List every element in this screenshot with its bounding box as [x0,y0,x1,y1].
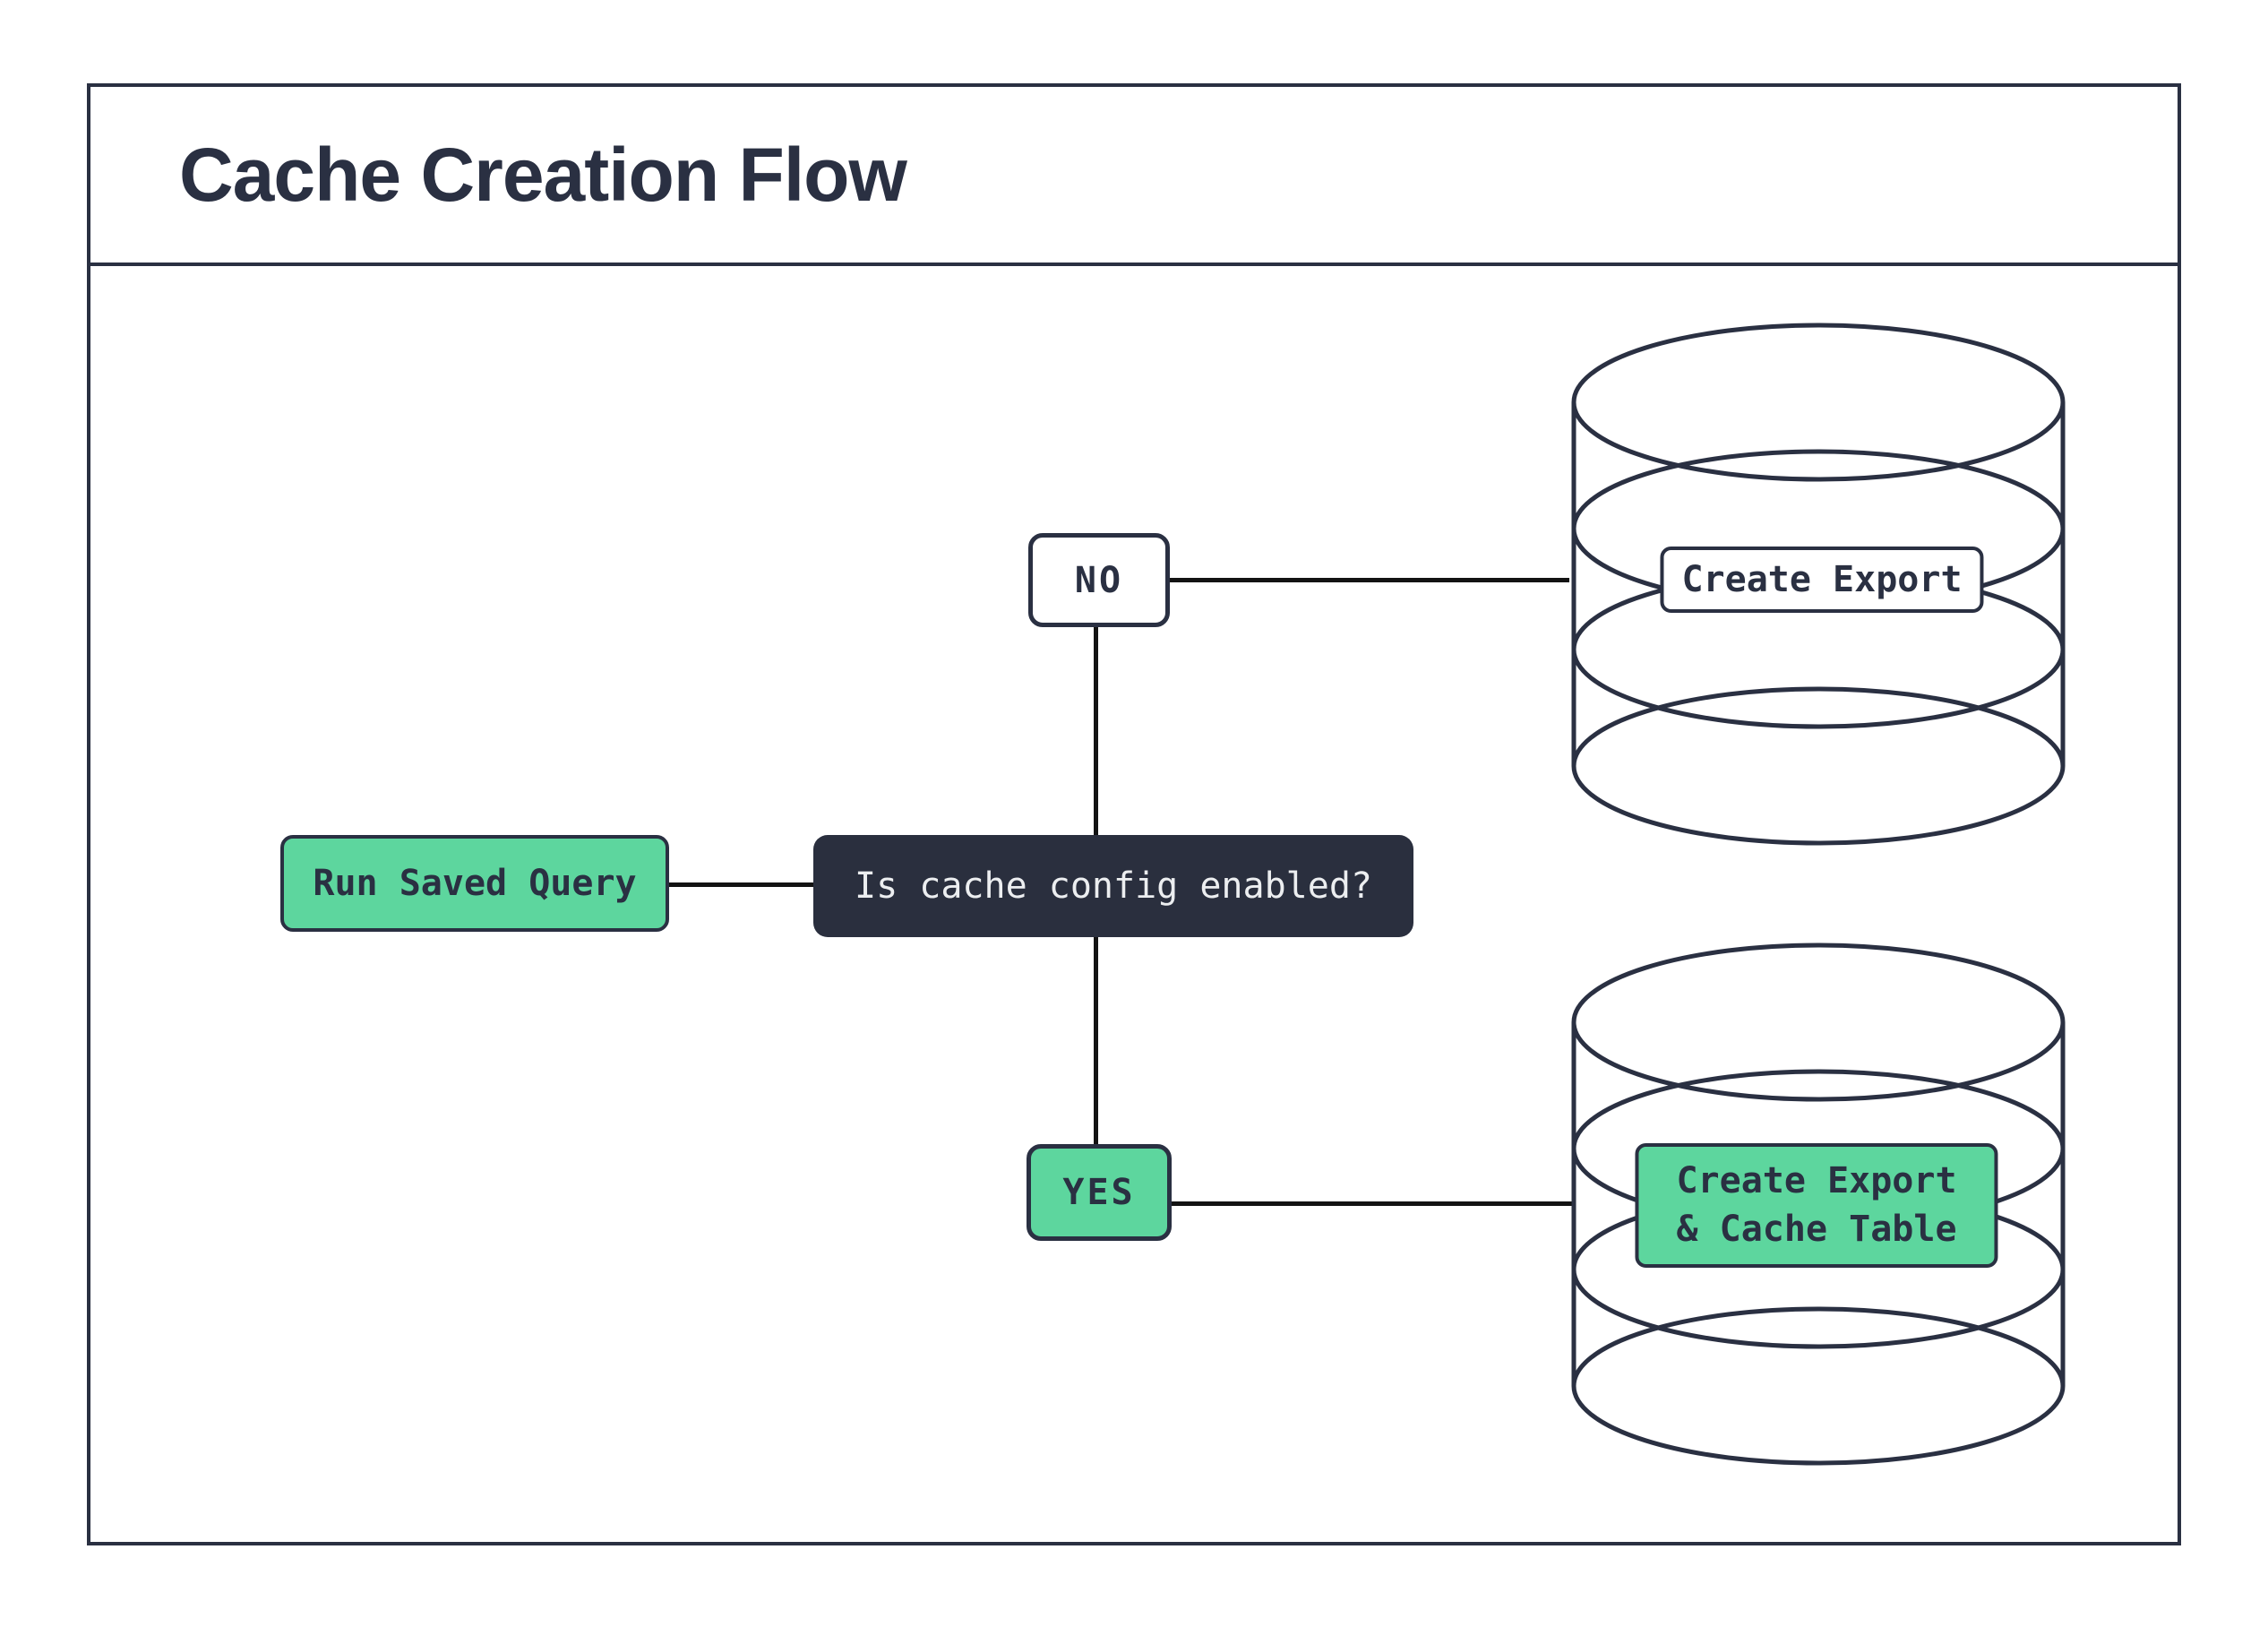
node-branch-yes-label: YES [1062,1172,1136,1213]
database-cylinder-icon [1571,943,2066,1466]
label-create-export-cache-table: Create Export & Cache Table [1635,1143,1998,1269]
label-create-export-cache-line2: & Cache Table [1676,1208,1957,1250]
database-icon-bottom [1569,943,2067,1466]
node-cache-config-decision: Is cache config enabled? [813,835,1413,937]
connector-start-to-decision [669,882,813,887]
connector-decision-to-yes [1094,935,1098,1146]
node-run-saved-query: Run Saved Query [280,835,669,932]
node-branch-no-label: NO [1074,559,1124,601]
connector-yes-to-database [1172,1201,1572,1206]
connector-no-to-decision [1094,625,1098,837]
label-create-export: Create Export [1660,547,1984,613]
label-create-export-text: Create Export [1681,559,1963,600]
diagram-header: Cache Creation Flow [90,87,2178,266]
node-branch-no: NO [1028,533,1170,627]
node-branch-yes: YES [1027,1144,1172,1241]
page-title: Cache Creation Flow [179,133,907,217]
node-run-saved-query-label: Run Saved Query [313,863,637,904]
connector-no-to-database [1170,578,1569,582]
node-cache-config-decision-label: Is cache config enabled? [855,865,1372,907]
label-create-export-cache-line1: Create Export [1676,1160,1957,1201]
